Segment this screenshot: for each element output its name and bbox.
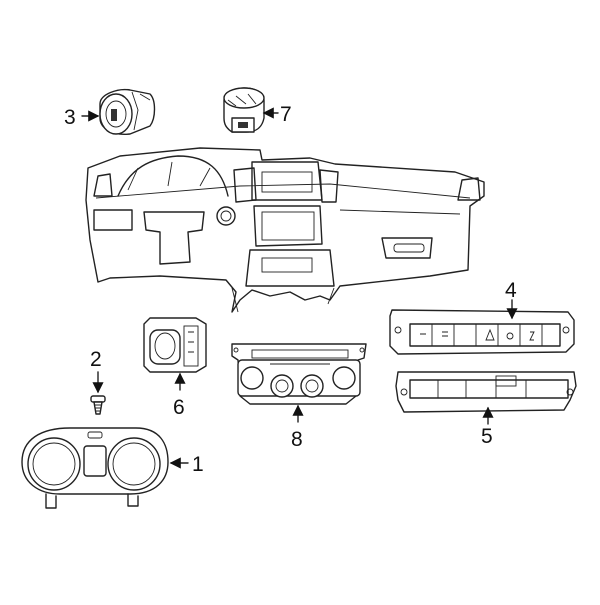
switch-bezel-icon [395, 371, 577, 413]
callout-8: 8 [291, 428, 303, 451]
callout-2: 2 [90, 348, 102, 371]
screw-icon [90, 395, 106, 415]
callout-4: 4 [505, 279, 517, 302]
dashboard-illustration [85, 147, 485, 313]
knob-switch-icon [223, 87, 265, 133]
switch-panel-icon [389, 309, 575, 355]
climate-control-icon [231, 343, 367, 405]
callout-7: 7 [280, 103, 292, 126]
callout-5: 5 [481, 425, 493, 448]
instrument-cluster-icon [21, 427, 169, 509]
headlamp-switch-icon [143, 317, 207, 373]
callout-3: 3 [64, 106, 76, 129]
callout-1: 1 [192, 453, 204, 476]
ignition-switch-icon [99, 88, 156, 135]
callout-6: 6 [173, 396, 185, 419]
